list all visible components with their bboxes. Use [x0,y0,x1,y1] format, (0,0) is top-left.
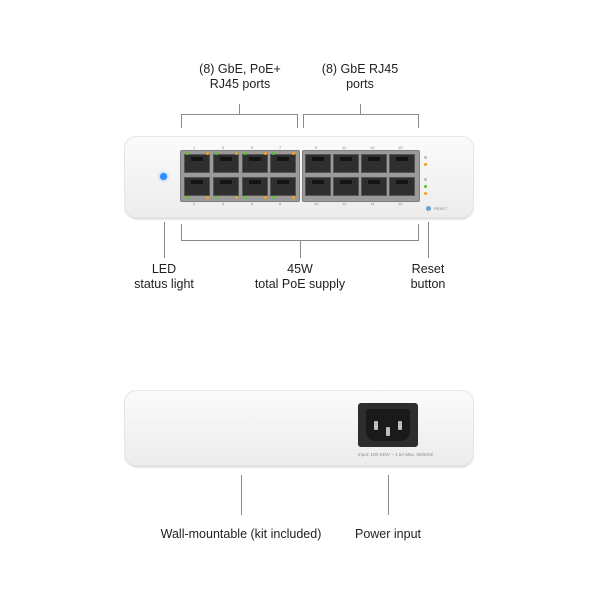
rj45-port-icon [270,177,296,196]
port-number: 11 [342,145,347,150]
power-spec: Input: 100-240V ~ 1.5A Max, 50/60Hz [358,452,434,457]
status-led-icon [160,173,167,180]
rj45-port-icon [305,154,331,173]
port-number: 7 [279,145,282,150]
port-number: 4 [222,201,225,206]
rj45-port-icon [242,177,268,196]
port-number: 8 [279,201,282,206]
rj45-port-icon [213,154,239,173]
rj45-port-icon [333,154,359,173]
rj45-port-icon [213,177,239,196]
port-number: 15 [398,145,403,150]
poe-ports-label: (8) GbE, PoE+ RJ45 ports [199,62,281,91]
port-number: 12 [342,201,347,206]
port-number: 9 [315,145,318,150]
switch-front-base [132,215,468,221]
rj45-port-icon [361,154,387,173]
port-number: 5 [251,145,254,150]
power-socket-icon [358,403,418,447]
rj45-port-icon [242,154,268,173]
rj45-ports-label: (8) GbE RJ45 ports [321,62,399,91]
port-number: 6 [251,201,254,206]
led-callout-line [164,222,165,258]
poe-supply-label: 45W total PoE supply [254,262,346,291]
reset-marking: RESET [434,206,448,211]
rj45-port-icon [184,177,210,196]
port-number: 3 [222,145,225,150]
rj45-port-icon [361,177,387,196]
rj45-port-icon [184,154,210,173]
switch-rear-base [132,463,468,469]
rj45-port-icon [389,177,415,196]
rj45-port-icon [333,177,359,196]
port-number: 10 [314,201,319,206]
port-number: 2 [193,201,196,206]
port-number: 1 [193,145,196,150]
wall-mount-label: Wall-mountable (kit included) [160,527,322,541]
power-input-label: Power input [354,527,421,541]
port-number: 16 [398,201,403,206]
reset-button-icon [426,206,431,211]
led-label: LED status light [134,262,194,291]
wall-mount-callout-line [241,475,242,515]
rj45-port-icon [305,177,331,196]
rj45-port-icon [389,154,415,173]
power-callout-line [388,475,389,515]
reset-callout-line [428,222,429,258]
port-number: 13 [370,145,375,150]
rj45-port-icon [270,154,296,173]
port-number: 14 [370,201,375,206]
reset-label: Reset button [410,262,446,291]
